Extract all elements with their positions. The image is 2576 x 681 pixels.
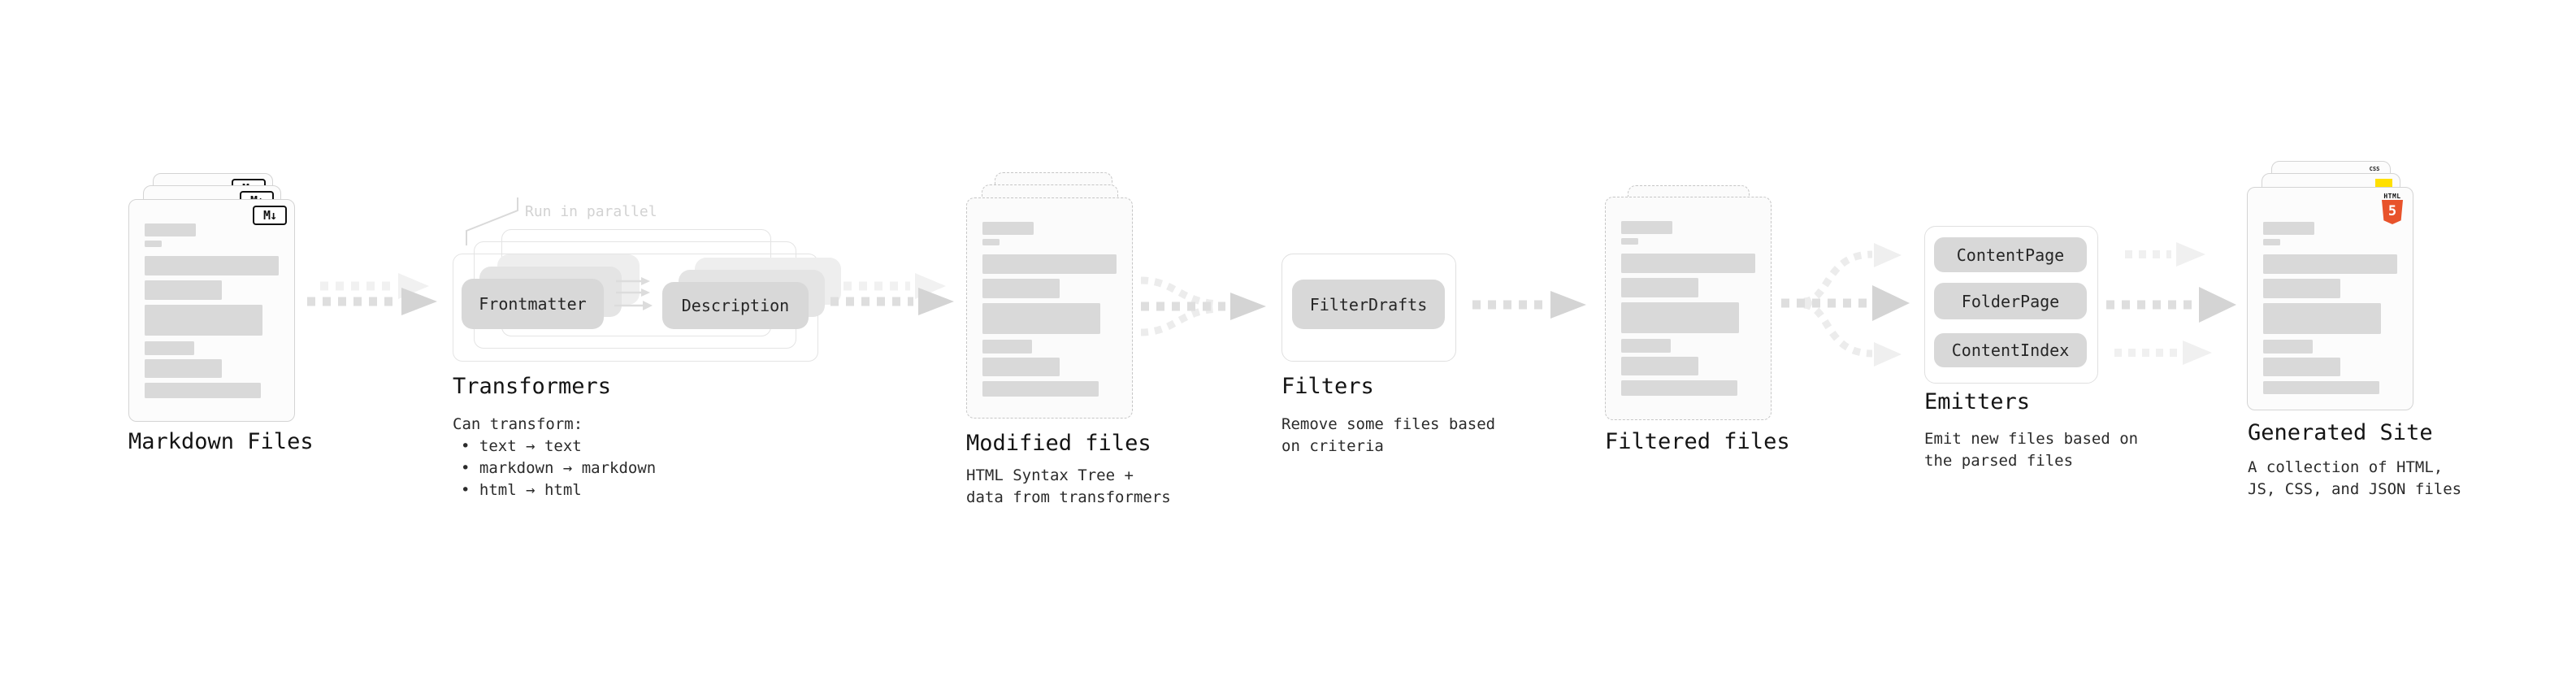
stage-title-markdown-files: Markdown Files xyxy=(128,429,314,454)
content-bar xyxy=(982,254,1117,274)
content-bar xyxy=(1621,357,1698,375)
emitters-desc-line: Emit new files based on xyxy=(1924,430,2139,448)
html5-numeral: 5 xyxy=(2387,203,2397,219)
content-bar xyxy=(145,359,222,378)
content-bar xyxy=(2263,239,2280,245)
stage-title-emitters: Emitters xyxy=(1924,389,2031,414)
transformers-bullet: • html → html xyxy=(461,481,582,499)
filter-drafts-chip: FilterDrafts xyxy=(1292,280,1445,329)
html5-wordmark: HTML xyxy=(2383,193,2401,200)
stage-title-filtered-files: Filtered files xyxy=(1605,429,1790,454)
generated-site-desc-line: JS, CSS, and JSON files xyxy=(2248,480,2462,498)
arrow-modified-to-filters xyxy=(1140,276,1266,336)
content-bar xyxy=(982,381,1099,397)
content-bar xyxy=(1621,302,1739,333)
stage-title-generated-site: Generated Site xyxy=(2248,420,2433,445)
content-bar xyxy=(2263,340,2313,354)
content-bar xyxy=(145,383,261,398)
content-bar xyxy=(145,280,222,300)
emitters-description: Emit new files based on the parsed files xyxy=(1924,428,2138,472)
content-index-chip-label: ContentIndex xyxy=(1951,340,2070,360)
content-index-chip: ContentIndex xyxy=(1934,333,2087,367)
filters-desc-line: Remove some files based xyxy=(1281,415,1496,433)
content-bar xyxy=(982,239,1000,245)
file-content-placeholder xyxy=(145,223,279,398)
arrow-filtered-to-emitters xyxy=(1781,243,1910,367)
markdown-badge-glyph: M↓ xyxy=(262,208,277,223)
filters-description: Remove some files based on criteria xyxy=(1281,414,1495,458)
content-bar xyxy=(2263,303,2381,334)
generated-html-file-card: HTML 5 xyxy=(2247,187,2413,410)
content-bar xyxy=(2263,254,2397,274)
filtered-file-card-front xyxy=(1605,197,1772,420)
content-bar xyxy=(2263,279,2340,298)
stage-title-transformers: Transformers xyxy=(453,374,612,399)
content-bar xyxy=(982,303,1100,334)
content-bar xyxy=(1621,254,1755,273)
description-chip-label: Description xyxy=(681,296,790,315)
stage-title-filters: Filters xyxy=(1281,374,1374,399)
content-bar xyxy=(145,305,262,336)
content-bar xyxy=(982,279,1060,298)
content-bar xyxy=(145,256,279,275)
content-bar xyxy=(1621,238,1638,245)
generated-site-description: A collection of HTML, JS, CSS, and JSON … xyxy=(2248,457,2461,501)
file-content-placeholder xyxy=(2263,222,2397,394)
emitters-desc-line: the parsed files xyxy=(1924,452,2074,470)
file-content-placeholder xyxy=(982,222,1117,397)
content-bar xyxy=(1621,380,1737,396)
content-bar xyxy=(145,341,194,355)
markdown-file-icon: M↓ xyxy=(253,206,287,225)
content-bar xyxy=(982,358,1060,376)
generated-site-desc-line: A collection of HTML, xyxy=(2248,458,2444,476)
frontmatter-chip-label: Frontmatter xyxy=(479,294,587,314)
transformers-subtitle: Can transform: xyxy=(453,415,583,433)
transformers-description: Can transform: • text → text • markdown … xyxy=(453,414,656,501)
frontmatter-chip: Frontmatter xyxy=(462,279,604,329)
content-bar xyxy=(982,340,1032,354)
stage-title-modified-files: Modified files xyxy=(966,431,1151,456)
content-bar xyxy=(2263,381,2379,394)
modified-file-card-front xyxy=(966,197,1133,419)
content-bar xyxy=(1621,278,1698,297)
filter-drafts-chip-label: FilterDrafts xyxy=(1309,294,1428,314)
content-page-chip-label: ContentPage xyxy=(1956,245,2065,265)
arrow-emitters-to-generated xyxy=(2106,242,2236,365)
content-bar xyxy=(1621,339,1671,353)
html5-icon: HTML 5 xyxy=(2382,193,2403,224)
content-bar xyxy=(1621,221,1672,234)
filters-desc-line: on criteria xyxy=(1281,437,1384,455)
arrow-transformers-to-modified xyxy=(830,273,954,315)
transformers-bullet: • markdown → markdown xyxy=(461,459,657,477)
transformers-bullet: • text → text xyxy=(461,437,582,455)
markdown-file-card-front: M↓ xyxy=(128,199,295,422)
js-icon xyxy=(2375,179,2392,189)
run-in-parallel-annotation: Run in parallel xyxy=(525,203,657,220)
css-badge-text: CSS xyxy=(2369,166,2380,172)
html5-shield: 5 xyxy=(2382,200,2403,224)
description-chip: Description xyxy=(662,282,809,329)
modified-files-desc-line: data from transformers xyxy=(966,488,1171,506)
arrow-filters-to-filtered xyxy=(1472,291,1586,319)
folder-page-chip: FolderPage xyxy=(1934,283,2087,319)
content-bar xyxy=(145,241,162,247)
folder-page-chip-label: FolderPage xyxy=(1961,291,2060,311)
content-bar xyxy=(2263,358,2340,376)
modified-files-desc-line: HTML Syntax Tree + xyxy=(966,466,1134,484)
content-bar xyxy=(145,223,196,236)
arrow-markdown-to-transformers xyxy=(307,273,437,315)
modified-files-description: HTML Syntax Tree + data from transformer… xyxy=(966,465,1171,509)
content-bar xyxy=(982,222,1034,235)
content-page-chip: ContentPage xyxy=(1934,237,2087,272)
content-bar xyxy=(2263,222,2314,235)
file-content-placeholder xyxy=(1621,221,1755,396)
